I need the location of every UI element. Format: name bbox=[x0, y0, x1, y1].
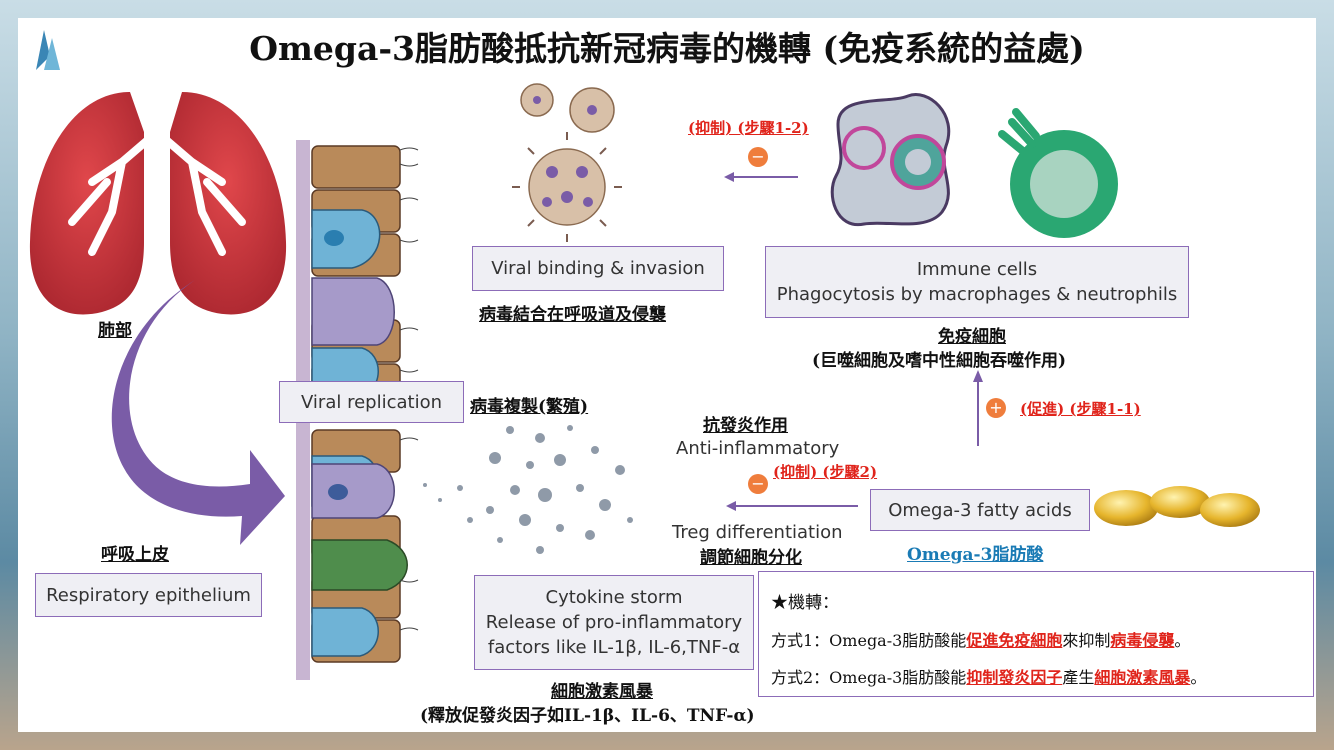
anti-inflammatory-en: Anti-inflammatory bbox=[676, 438, 840, 459]
lungs-illustration bbox=[29, 72, 287, 315]
mechanism-way-1: 方式1：Omega-3脂肪酸能促進免疫細胞來抑制病毒侵襲。 bbox=[771, 627, 1190, 651]
virus-cluster-illustration bbox=[512, 83, 622, 242]
epithelium-label-en: Respiratory epithelium bbox=[46, 584, 251, 606]
cytokine-storm-box: Cytokine storm Release of pro-inflammato… bbox=[474, 575, 754, 670]
immune-title-en: Immune cells bbox=[916, 259, 1038, 280]
immune-title-zh: 免疫細胞 bbox=[938, 327, 1006, 347]
way2-end: 。 bbox=[1190, 668, 1207, 687]
inhibit-sign-1-2: − bbox=[748, 147, 768, 167]
mechanism-heading: ★機轉： bbox=[771, 593, 839, 613]
cytokine-subtitle-zh: (釋放促發炎因子如IL-1β、IL-6、TNF-α) bbox=[420, 706, 755, 726]
omega3-capsules-illustration bbox=[1094, 486, 1260, 527]
step-2-label: (抑制) (步驟2) bbox=[773, 463, 878, 481]
omega3-label-en: Omega-3 fatty acids bbox=[888, 499, 1072, 521]
step-1-1-arrow bbox=[973, 370, 983, 446]
treg-label-zh: 調節細胞分化 bbox=[700, 548, 802, 568]
immune-subtitle-zh: (巨噬細胞及嗜中性細胞吞噬作用) bbox=[812, 351, 1067, 371]
inhibit-sign-2: − bbox=[748, 474, 768, 494]
step-1-1-label: (促進) (步驟1-1) bbox=[1020, 400, 1141, 418]
step-1-2-arrow bbox=[724, 172, 798, 182]
promote-sign-1-1: + bbox=[986, 398, 1006, 418]
way1-highlight-2: 病毒侵襲 bbox=[1110, 631, 1175, 650]
viral-binding-label-zh: 病毒結合在呼吸道及侵襲 bbox=[479, 305, 666, 325]
lungs-label: 肺部 bbox=[98, 321, 132, 341]
step-2-arrow bbox=[726, 501, 858, 511]
viral-replication-label-zh: 病毒複製(繁殖) bbox=[470, 397, 589, 417]
treg-label-en: Treg differentiation bbox=[672, 522, 843, 543]
viral-replication-label-en: Viral replication bbox=[301, 391, 442, 413]
viral-binding-label-en: Viral binding & invasion bbox=[491, 258, 705, 279]
cytokine-dots-illustration bbox=[423, 425, 633, 554]
cytokine-title-zh: 細胞激素風暴 bbox=[551, 682, 653, 702]
viral-replication-box: Viral replication bbox=[279, 381, 464, 423]
cytokine-line1: Cytokine storm bbox=[545, 587, 683, 608]
mechanism-box: ★機轉： 方式1：Omega-3脂肪酸能促進免疫細胞來抑制病毒侵襲。 方式2：O… bbox=[758, 571, 1314, 697]
step-1-2-label: (抑制) (步驟1-2) bbox=[688, 119, 809, 137]
way2-highlight-2: 細胞激素風暴 bbox=[1094, 668, 1191, 687]
cytokine-line2: Release of pro-inflammatory bbox=[485, 612, 743, 633]
way2-highlight-1: 抑制發炎因子 bbox=[966, 668, 1063, 687]
way1-prefix: 方式1：Omega-3脂肪酸能 bbox=[771, 631, 967, 650]
omega3-label-zh: Omega-3脂肪酸 bbox=[907, 545, 1044, 565]
way1-end: 。 bbox=[1174, 631, 1191, 650]
epithelium-label-zh: 呼吸上皮 bbox=[101, 545, 169, 565]
page-title: Omega-3脂肪酸抵抗新冠病毒的機轉 (免疫系統的益處) bbox=[249, 29, 1085, 68]
viral-binding-box: Viral binding & invasion bbox=[472, 246, 724, 291]
cytokine-line3: factors like IL-1β, IL-6,TNF-α bbox=[487, 637, 741, 658]
immune-subtitle-en: Phagocytosis by macrophages & neutrophil… bbox=[776, 284, 1178, 305]
neutrophil-illustration bbox=[998, 108, 1118, 238]
way2-mid: 產生 bbox=[1062, 668, 1095, 687]
epithelium-box: Respiratory epithelium bbox=[35, 573, 262, 617]
way1-highlight-1: 促進免疫細胞 bbox=[966, 631, 1063, 650]
way2-prefix: 方式2：Omega-3脂肪酸能 bbox=[771, 668, 967, 687]
mechanism-way-2: 方式2：Omega-3脂肪酸能抑制發炎因子產生細胞激素風暴。 bbox=[771, 664, 1206, 688]
logo-icon bbox=[36, 30, 60, 70]
anti-inflammatory-zh: 抗發炎作用 bbox=[703, 416, 788, 436]
macrophage-illustration bbox=[830, 93, 951, 227]
way1-mid: 來抑制 bbox=[1062, 631, 1111, 650]
lung-to-epithelium-arrow bbox=[111, 280, 285, 545]
omega3-box: Omega-3 fatty acids bbox=[870, 489, 1090, 531]
immune-cells-box: Immune cells Phagocytosis by macrophages… bbox=[765, 246, 1189, 318]
